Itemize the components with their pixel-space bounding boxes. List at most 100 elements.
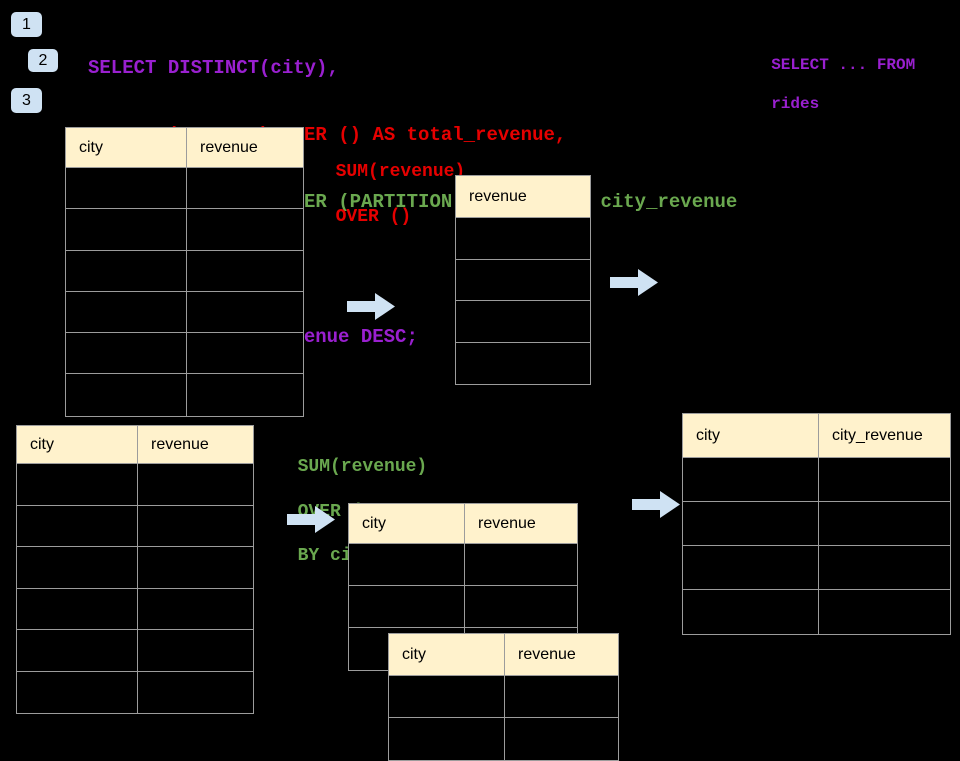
- slide-canvas: { "steps": ["1", "2", "3"], "sql": { "li…: [11, 12, 951, 761]
- step-badge-3: 3: [11, 88, 42, 113]
- table-cell: [683, 502, 818, 545]
- flow-arrow-right-icon: [347, 293, 395, 320]
- step-badge-2: 2: [28, 49, 58, 72]
- table-cell: [186, 168, 303, 209]
- flow-arrow-right-icon: [632, 491, 680, 518]
- table-cell: [504, 676, 618, 717]
- column-header-revenue: revenue: [469, 187, 527, 205]
- side-note-select-from-rides: SELECT ... FROM rides: [752, 36, 915, 114]
- table-row: [683, 458, 950, 502]
- table-total-revenue-result: revenue: [455, 175, 591, 385]
- table-row: [17, 547, 253, 589]
- column-header-city-revenue: city_revenue: [818, 414, 950, 457]
- table-header-row: city city_revenue: [683, 414, 950, 458]
- table-cell: [456, 301, 590, 342]
- step-badge-1: 1: [11, 12, 42, 37]
- column-header-revenue: revenue: [137, 426, 253, 463]
- table-row: [456, 260, 590, 301]
- table-cell: [349, 544, 464, 585]
- note-total-line-1: SUM(revenue): [335, 162, 466, 183]
- table-cell: [17, 589, 137, 630]
- table-row: [456, 218, 590, 260]
- flow-arrow-right-icon: [610, 269, 658, 296]
- table-row: [66, 291, 303, 334]
- table-row: [456, 343, 590, 385]
- table-row: [17, 505, 253, 547]
- table-cell: [66, 374, 186, 415]
- table-row: [456, 301, 590, 343]
- table-cell: [17, 506, 137, 547]
- table-cell: [66, 292, 186, 332]
- table-cell: [17, 630, 137, 671]
- table-row: [17, 588, 253, 630]
- table-cell: [683, 546, 818, 589]
- table-city-revenue-result: city city_revenue: [682, 413, 951, 635]
- column-header-city: city: [30, 435, 54, 453]
- table-row: [66, 168, 303, 210]
- table-cell: [456, 218, 590, 259]
- table-cell: [683, 458, 818, 501]
- table-cell: [66, 333, 186, 373]
- table-cell: [186, 209, 303, 250]
- note-total-revenue: SUM(revenue) OVER (): [314, 139, 466, 228]
- table-cell: [66, 209, 186, 249]
- table-row: [66, 209, 303, 251]
- table-cell: [17, 672, 137, 714]
- table-cell: [389, 718, 504, 760]
- column-header-revenue: revenue: [464, 504, 577, 543]
- table-header-row: revenue: [456, 176, 590, 218]
- table-row: [17, 630, 253, 672]
- column-header-city: city: [696, 426, 720, 444]
- table-cell: [464, 586, 577, 627]
- column-header-revenue: revenue: [186, 128, 303, 167]
- table-cell: [683, 590, 818, 634]
- table-cell: [17, 547, 137, 588]
- table-cell: [66, 251, 186, 291]
- table-row: [66, 374, 303, 416]
- column-header-city: city: [402, 645, 426, 663]
- table-cell: [389, 676, 504, 717]
- table-cell: [137, 671, 253, 713]
- table-partition-group-2: city revenue: [388, 633, 619, 761]
- table-row: [683, 546, 950, 590]
- side-note-line-2: rides: [771, 94, 820, 113]
- table-cell: [504, 718, 618, 760]
- sql-line-select: SELECT DISTINCT(city),: [88, 56, 339, 79]
- table-cell: [186, 291, 303, 333]
- table-partition-input: city revenue: [16, 425, 254, 714]
- table-cell: [186, 250, 303, 291]
- table-cell: [137, 588, 253, 629]
- table-row: [66, 333, 303, 375]
- table-cell: [349, 586, 464, 627]
- table-header-row: city revenue: [349, 504, 577, 544]
- column-header-revenue: revenue: [504, 634, 618, 675]
- table-cell: [818, 546, 950, 589]
- note-partition-line-1: SUM(revenue): [297, 457, 428, 478]
- table-header-row: city revenue: [389, 634, 618, 676]
- side-note-line-1: SELECT ... FROM: [771, 55, 916, 74]
- note-total-line-2: OVER (): [335, 206, 412, 227]
- table-cell: [818, 502, 950, 545]
- table-row: [17, 464, 253, 506]
- table-cell: [66, 168, 186, 208]
- table-row: [683, 502, 950, 546]
- column-header-city: city: [79, 138, 103, 156]
- table-cell: [464, 544, 577, 585]
- flow-arrow-right-icon: [287, 506, 335, 533]
- table-cell: [818, 590, 950, 634]
- table-cell: [186, 333, 303, 374]
- table-row: [349, 586, 577, 628]
- table-header-row: city revenue: [17, 426, 253, 464]
- table-cell: [818, 458, 950, 501]
- table-row: [389, 676, 618, 718]
- table-source-rides: city revenue: [65, 127, 304, 417]
- table-cell: [137, 464, 253, 505]
- column-header-city: city: [362, 514, 386, 532]
- table-cell: [137, 505, 253, 546]
- table-row: [66, 250, 303, 292]
- table-cell: [137, 547, 253, 588]
- table-row: [349, 544, 577, 586]
- table-cell: [17, 464, 137, 505]
- table-cell: [456, 260, 590, 301]
- table-cell: [137, 630, 253, 671]
